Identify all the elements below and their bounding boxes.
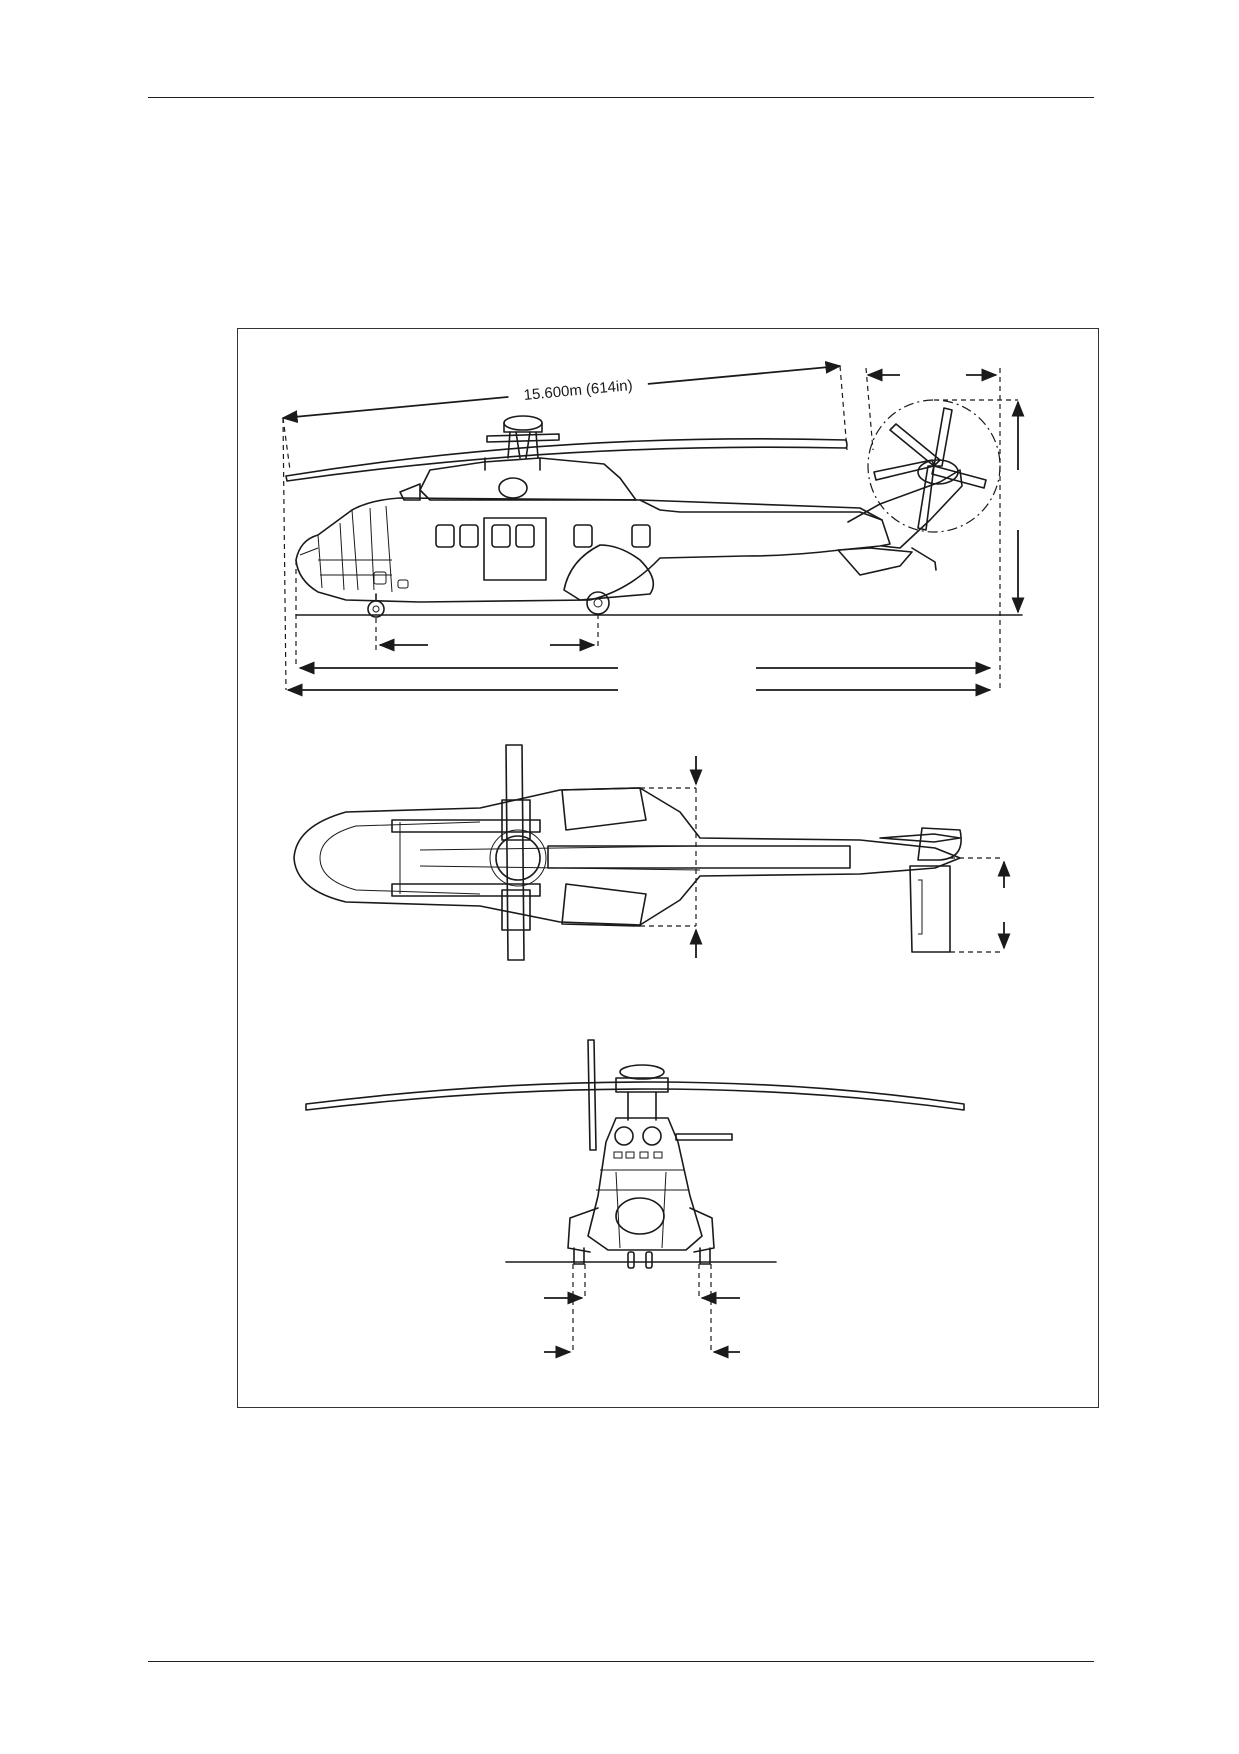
cabin-window: [491, 524, 511, 548]
tail-rotor-top: [879, 833, 961, 843]
fuselage-side: [295, 497, 891, 603]
sponson-right: [689, 1207, 715, 1253]
cabin-window: [573, 524, 593, 548]
rotor-hub: [503, 415, 543, 431]
main-rotor-blade: [285, 437, 848, 482]
tail-rotor-blades: [873, 407, 987, 531]
header-rule: [148, 97, 1094, 98]
sponson-left: [567, 1207, 599, 1253]
tail-rotor-disc: [867, 399, 1001, 533]
fuselage-front: [587, 1117, 703, 1251]
figure-frame: [237, 328, 1099, 1408]
cabin-door: [483, 517, 547, 581]
main-rotor-front: [305, 1081, 965, 1111]
sponson-top: [561, 787, 647, 831]
tail-boom-top: [547, 845, 851, 869]
tail-boom: [847, 469, 963, 549]
engine-cowling: [419, 457, 637, 501]
cabin-window: [459, 524, 479, 548]
fuselage-top: [293, 787, 961, 926]
tail-rotor-front: [587, 1039, 597, 1151]
rotor-hub-top: [495, 835, 541, 881]
main-rotor-blade-top: [505, 744, 525, 961]
front-view: [305, 1039, 965, 1359]
cabin-window: [631, 524, 651, 548]
horizontal-stabilizer: [837, 547, 913, 576]
engine-intake: [498, 477, 528, 499]
top-view: [293, 744, 1011, 961]
nose-wheel: [367, 600, 385, 618]
sponson: [563, 544, 655, 601]
sponson-top: [561, 883, 647, 927]
radome: [615, 1197, 665, 1235]
main-wheel: [586, 591, 610, 615]
tail-fin-top: [909, 865, 951, 953]
tail-rotor-hub: [917, 459, 959, 485]
cabin-window: [515, 524, 535, 548]
cabin-window: [435, 524, 455, 548]
footer-rule: [148, 1661, 1094, 1662]
side-view: 15.600m (614in): [281, 360, 1025, 697]
